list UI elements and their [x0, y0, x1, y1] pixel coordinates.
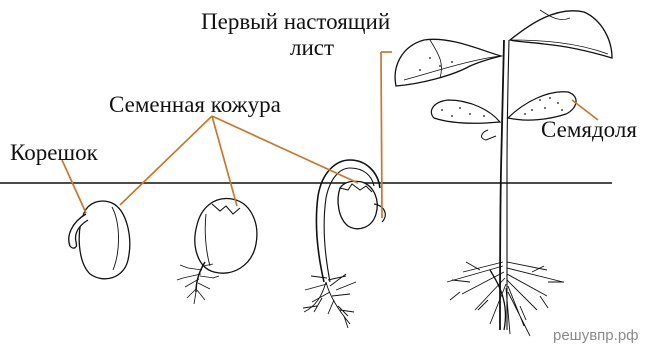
- leader-seed-coat-2: [212, 116, 237, 206]
- leaf-left: [395, 39, 501, 86]
- stage-1-seed: [69, 201, 130, 279]
- leader-seed-coat-1: [120, 116, 212, 205]
- leader-seed-coat-3: [212, 116, 358, 183]
- leader-radicle: [62, 160, 86, 213]
- watermark: решувпр.рф: [553, 327, 639, 344]
- stage-3-roots: [303, 274, 356, 328]
- stage-3-seedling: [303, 160, 385, 328]
- label-cotyledon: Семядоля: [541, 118, 637, 141]
- label-first-true-leaf-line2: лист: [290, 36, 334, 59]
- stage-2-seed: [177, 199, 257, 304]
- label-seed-coat: Семенная кожура: [109, 93, 281, 116]
- label-first-true-leaf-line1: Первый настоящий: [201, 10, 390, 33]
- cotyledon-left: [431, 100, 500, 123]
- leader-lines: [62, 52, 598, 218]
- label-radicle: Корешок: [10, 141, 98, 164]
- stage-4-plant: [395, 10, 612, 336]
- cotyledon-right: [508, 92, 576, 120]
- stage-4-roots: [447, 262, 564, 336]
- leader-first-true-leaf: [381, 52, 382, 218]
- leaf-right: [510, 11, 612, 58]
